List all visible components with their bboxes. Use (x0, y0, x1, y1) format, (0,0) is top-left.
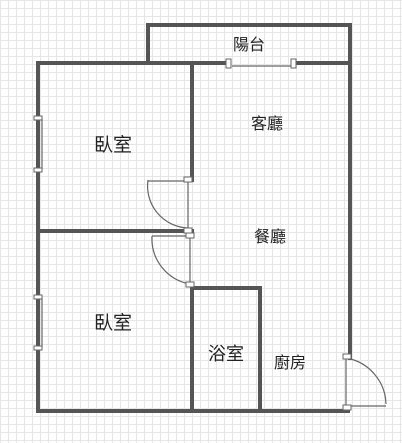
window-jamb (33, 115, 43, 121)
room-label-balcony: 陽台 (233, 35, 265, 54)
door-jamb (185, 232, 195, 239)
room-label-kitchen: 廚房 (274, 353, 306, 372)
walls (36, 23, 352, 413)
windows-left (33, 115, 43, 351)
room-label-living: 客廳 (251, 114, 283, 133)
door-swing-arc (151, 235, 191, 285)
door-swing-arc (345, 357, 387, 405)
bedroom-top-door (146, 176, 193, 234)
room-label-bathroom: 浴室 (208, 344, 244, 365)
window-jamb (33, 294, 43, 300)
door-jamb (183, 176, 193, 183)
door-jamb (290, 58, 297, 69)
door-jamb (225, 58, 232, 69)
door-jamb (185, 281, 195, 288)
window-jamb (33, 345, 43, 351)
door-jamb (183, 227, 193, 234)
room-label-dining: 餐廳 (254, 227, 286, 246)
balcony-wall (146, 23, 352, 64)
door-swing-arc (146, 179, 189, 229)
door-jamb (342, 404, 352, 411)
window-jamb (33, 167, 43, 173)
balcony-sliding-door (225, 58, 297, 69)
bedroom-bottom-door (151, 232, 195, 288)
room-label-bedroom-top: 臥室 (94, 134, 132, 156)
bathroom-wall (190, 286, 262, 413)
room-label-bedroom-bottom: 臥室 (94, 312, 132, 334)
door-jamb (342, 353, 352, 360)
entrance-door (342, 353, 387, 411)
